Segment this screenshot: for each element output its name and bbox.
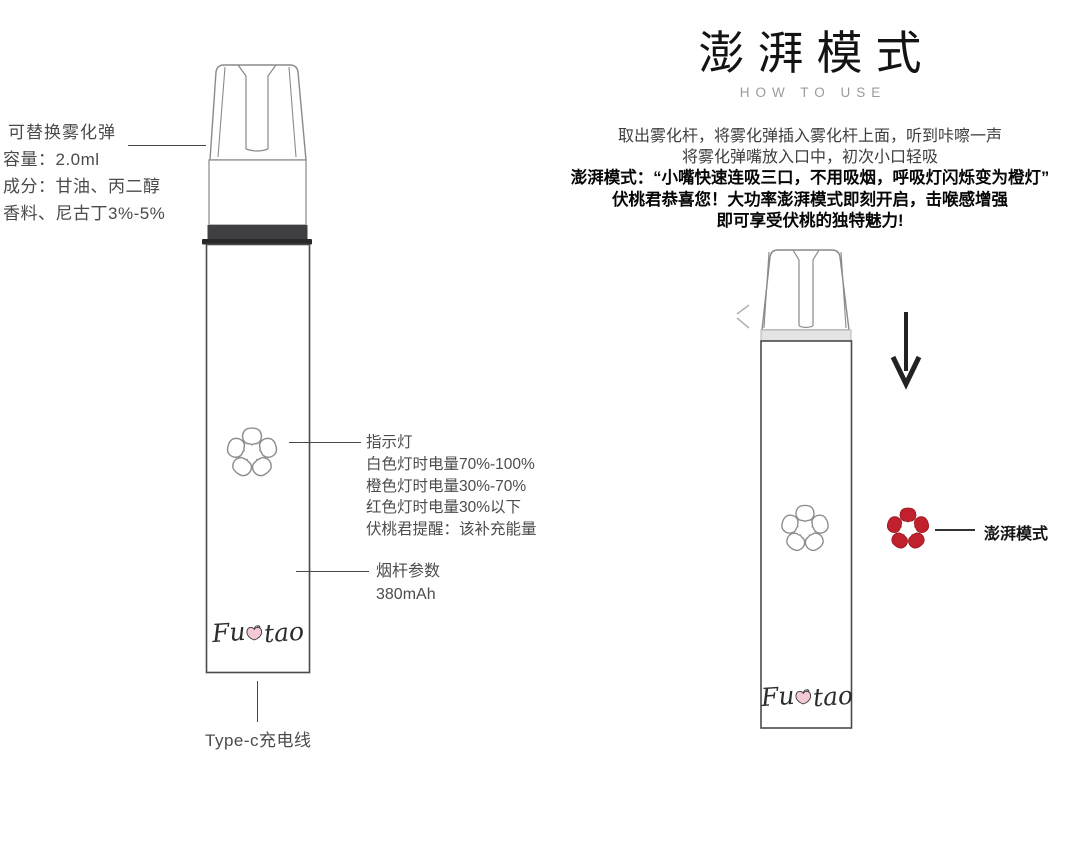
- instruction-line: 将雾化弹嘴放入口中，初次小口轻吸: [681, 149, 938, 166]
- instruction-line-highlight: 即可享受伏桃的独特魅力!: [716, 212, 904, 230]
- arrow-down-icon: [890, 312, 922, 390]
- leader-line-cable: [257, 681, 258, 722]
- pod-ingredients: 成分：甘油、丙二醇: [3, 177, 161, 196]
- device-diagram-left: [202, 64, 312, 674]
- brand-logo: Fu tao: [211, 616, 305, 649]
- mouthpiece-cap: [209, 64, 307, 161]
- flower-outline-icon: [781, 504, 829, 552]
- cable-label: Type-c充电线: [205, 731, 312, 750]
- instruction-line-highlight: 澎湃模式：“小嘴快速连吸三口，不用吸烟，呼吸灯闪烁变为橙灯”: [570, 169, 1050, 187]
- indicator-white: 白色灯时电量70%-100%: [366, 455, 535, 473]
- leader-line-indicator: [289, 442, 361, 443]
- usage-instructions: 取出雾化杆，将雾化弹插入雾化杆上面，听到咔嚓一声 将雾化弹嘴放入口中，初次小口轻…: [545, 126, 1075, 233]
- indicator-reminder: 伏桃君提醒：该补充能量: [366, 521, 537, 539]
- indicator-title: 指示灯: [366, 434, 413, 451]
- device-diagram-right: [736, 249, 853, 729]
- leader-line-battery: [296, 571, 369, 572]
- instruction-line: 取出雾化杆，将雾化弹插入雾化杆上面，听到咔嚓一声: [617, 128, 1002, 145]
- pod-annotation-lines: 容量：2.0ml 成分：甘油、丙二醇 香料、尼古丁3%-5%: [3, 146, 165, 227]
- pod-annotation-title: 可替换雾化弹: [8, 123, 116, 142]
- indicator-annotation: 指示灯 白色灯时电量70%-100% 橙色灯时电量30%-70% 红色灯时电量3…: [366, 432, 537, 541]
- body-rim: [760, 329, 852, 342]
- indicator-orange: 橙色灯时电量30%-70%: [366, 477, 527, 495]
- atomizer-pod: [208, 159, 307, 226]
- brand-logo: Fu tao: [760, 680, 854, 713]
- leader-line-pod: [128, 145, 206, 146]
- device-body: [760, 340, 853, 729]
- sparkle-icon: [736, 304, 750, 329]
- peach-icon: [246, 624, 263, 640]
- right-panel-header: 澎湃模式 HOW TO USE: [560, 24, 1060, 100]
- device-body: [205, 243, 311, 674]
- brand-tao: tao: [263, 616, 305, 649]
- brand-fu: Fu: [760, 680, 796, 713]
- brand-fu: Fu: [211, 616, 247, 649]
- mode-label: 澎湃模式: [984, 526, 1049, 543]
- brand-tao: tao: [812, 680, 854, 713]
- page-subtitle: HOW TO USE: [739, 85, 887, 100]
- indicator-red: 红色灯时电量30%以下: [366, 499, 522, 517]
- pod-nicotine: 香料、尼古丁3%-5%: [3, 204, 166, 223]
- instruction-line-highlight: 伏桃君恭喜您！大功率澎湃模式即刻开启，击喉感增强: [612, 190, 1008, 209]
- pod-capacity: 容量：2.0ml: [3, 150, 100, 169]
- battery-annotation: 烟杆参数 380mAh: [376, 560, 440, 606]
- flower-red-icon: [886, 507, 930, 549]
- peach-icon: [795, 688, 812, 704]
- page-title: 澎湃模式: [698, 27, 935, 79]
- body-rim: [202, 239, 312, 245]
- flower-outline-icon: [226, 427, 278, 477]
- battery-title: 烟杆参数: [376, 563, 441, 580]
- mouthpiece-cap: [761, 249, 850, 331]
- battery-value: 380mAh: [376, 586, 436, 603]
- pod-dark-band: [207, 225, 308, 239]
- leader-line-mode: [935, 529, 975, 531]
